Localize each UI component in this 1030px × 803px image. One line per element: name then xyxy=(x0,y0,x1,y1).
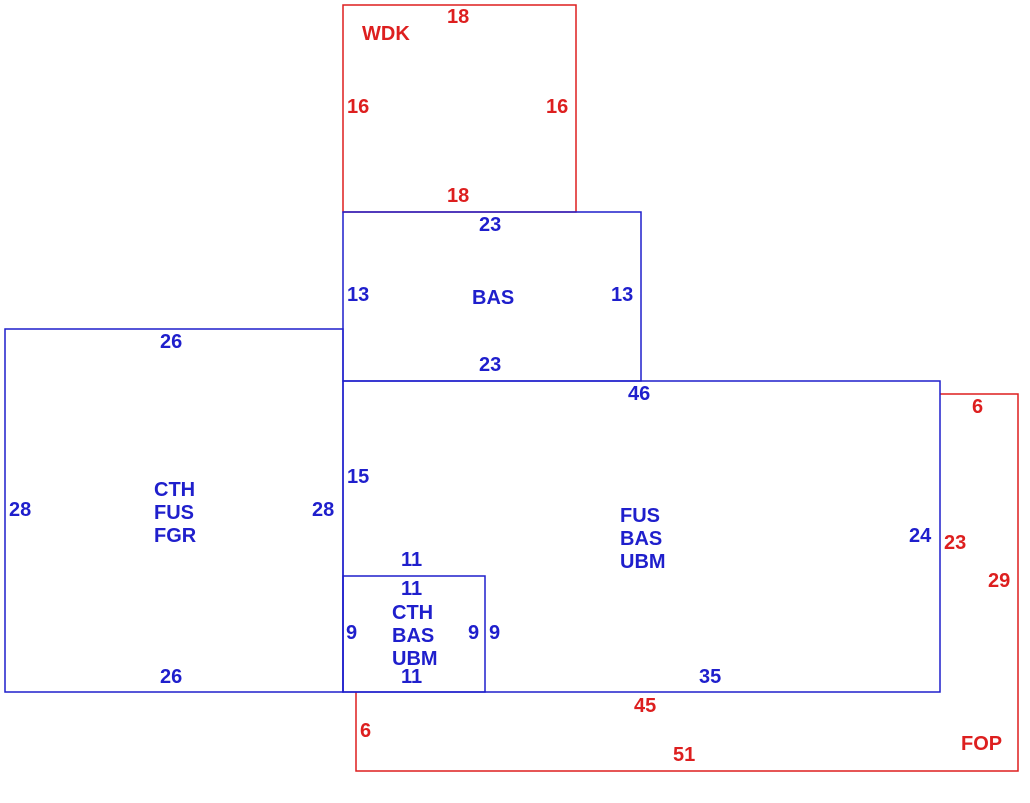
bas-upper-left-dimension: 13 xyxy=(347,284,370,306)
left-block-right-dimension: 28 xyxy=(312,499,335,521)
bas-upper-right-dimension: 13 xyxy=(611,284,634,306)
small-block-code-3: UBM xyxy=(392,648,438,670)
left-block-top-dimension: 26 xyxy=(160,331,183,353)
main-block-code-2: BAS xyxy=(620,528,663,550)
left-block-code-3: FGR xyxy=(154,525,197,547)
fop-left-dimension: 6 xyxy=(360,720,372,742)
wdk-right-dimension: 16 xyxy=(546,96,569,118)
small-block-outline xyxy=(342,575,486,693)
small-block-code-2: BAS xyxy=(392,625,435,647)
main-block-left-dimension: 15 xyxy=(347,466,370,488)
bas-upper-top-dimension: 23 xyxy=(479,214,502,236)
left-block-left-dimension: 28 xyxy=(9,499,32,521)
fop-code-label: FOP xyxy=(961,733,1003,755)
fop-inner-right-dimension: 23 xyxy=(944,532,967,554)
left-block-code-2: FUS xyxy=(154,502,194,524)
wdk-code-label: WDK xyxy=(362,23,410,45)
fop-top-dimension: 6 xyxy=(972,396,984,418)
bas-upper-code-label: BAS xyxy=(472,287,515,309)
main-block-code-3: UBM xyxy=(620,551,666,573)
fop-right-dimension: 29 xyxy=(988,570,1011,592)
small-block-left-dimension: 9 xyxy=(346,622,358,644)
small-block-top-outer-dimension: 11 xyxy=(401,549,423,571)
small-block-right-outer-dimension: 9 xyxy=(489,622,501,644)
wdk-top-dimension: 18 xyxy=(447,6,470,28)
small-block-top-dimension: 11 xyxy=(401,578,423,600)
main-block-bottom-dimension: 35 xyxy=(699,666,722,688)
main-block-right-dimension: 24 xyxy=(909,525,932,547)
small-block-bottom-dimension: 11 xyxy=(401,666,423,688)
main-block-outline xyxy=(342,380,941,693)
fop-bottom-dimension: 51 xyxy=(673,744,696,766)
main-block-top-dimension: 46 xyxy=(628,383,651,405)
left-block-code-1: CTH xyxy=(154,479,196,501)
left-block-bottom-dimension: 26 xyxy=(160,666,183,688)
main-block-code-1: FUS xyxy=(620,505,660,527)
fop-outline xyxy=(355,393,1019,772)
bas-upper-bottom-dimension: 23 xyxy=(479,354,502,376)
wdk-left-dimension: 16 xyxy=(347,96,370,118)
fop-top-edge-dimension: 45 xyxy=(634,695,657,717)
small-block-code-1: CTH xyxy=(392,602,434,624)
small-block-right-inner-dimension: 9 xyxy=(468,622,480,644)
wdk-bottom-dimension: 18 xyxy=(447,185,470,207)
